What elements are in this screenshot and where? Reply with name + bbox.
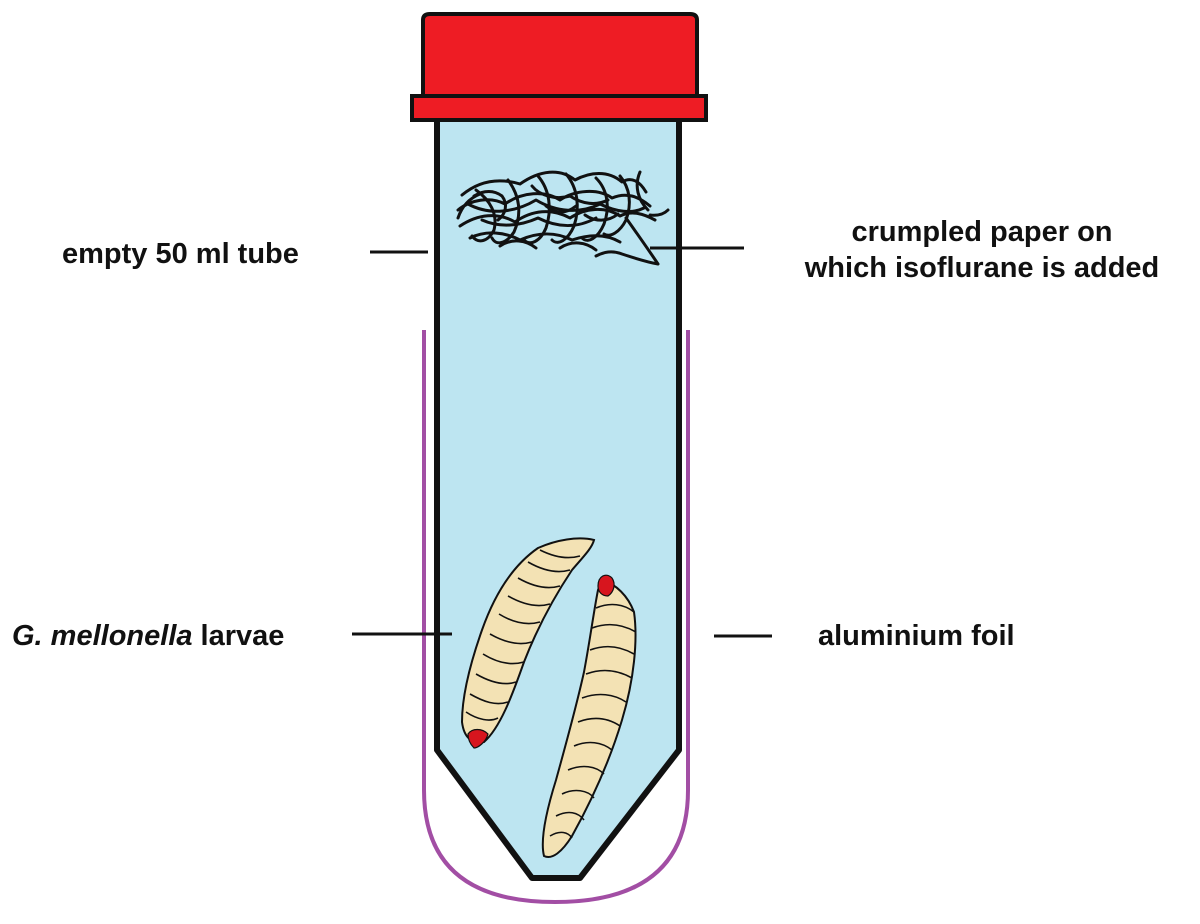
label-crumpled-paper-line2: which isoflurane is added: [804, 252, 1160, 284]
crumpled-paper: [456, 170, 670, 266]
larva-left-head: [467, 728, 489, 749]
label-larvae-suffix: larvae: [192, 620, 285, 652]
aluminium-foil: [422, 330, 690, 905]
label-empty-tube: empty 50 ml tube: [62, 238, 299, 270]
larva-left: [460, 537, 596, 749]
tube-cap: [410, 12, 708, 122]
label-larvae: G. mellonella larvae: [12, 618, 284, 654]
label-crumpled-paper-line1: crumpled paper on: [851, 216, 1113, 248]
tube-body: [434, 115, 682, 881]
larva-right-head: [597, 574, 615, 597]
label-crumpled-paper: crumpled paper on which isoflurane is ad…: [772, 214, 1192, 286]
label-larvae-species: G. mellonella: [12, 620, 193, 652]
label-aluminium-foil: aluminium foil: [818, 620, 1015, 652]
larva-right: [541, 574, 637, 858]
